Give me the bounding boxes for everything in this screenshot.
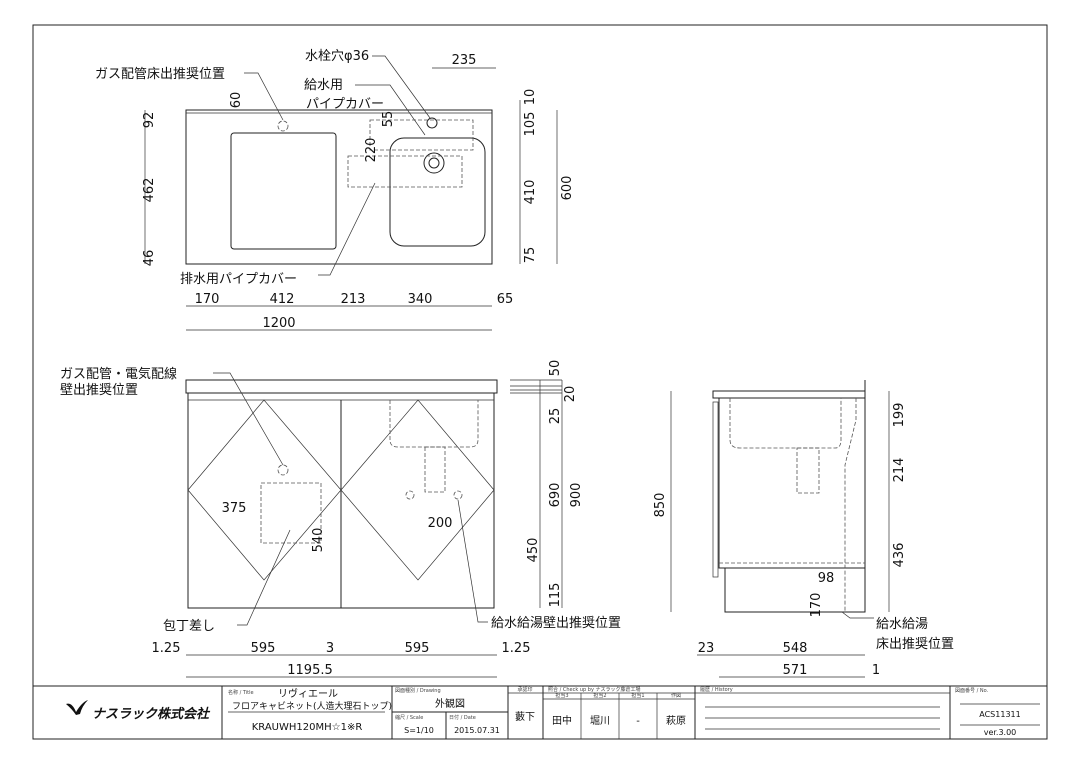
dim: 3 <box>326 641 334 656</box>
dim: 1.25 <box>502 641 531 656</box>
label-water-wall: 給水給湯壁出推奨位置 <box>491 616 621 631</box>
dim: 571 <box>783 663 808 678</box>
dim: 1 <box>872 663 880 678</box>
label-knife: 包丁差し <box>163 619 215 634</box>
label-gas-floor: ガス配管床出推奨位置 <box>95 67 225 82</box>
dim: 60 <box>229 92 244 109</box>
label-water-floor: 給水給湯 <box>876 617 928 632</box>
label-gas-elec: ガス配管・電気配線 <box>60 366 177 382</box>
dim: 1200 <box>262 316 295 331</box>
dim: 340 <box>408 292 433 307</box>
drawing-type: 外観図 <box>435 697 465 710</box>
scale-caption: 縮尺 / Scale <box>395 714 423 721</box>
label-gas-elec-2: 壁出推奨位置 <box>60 383 138 398</box>
door-open-marker-right <box>340 399 495 581</box>
dim: 115 <box>548 583 563 608</box>
drain-pipe-cover <box>347 155 463 188</box>
dim: 548 <box>783 641 808 656</box>
label-supply-cover-2: パイプカバー <box>306 97 384 112</box>
dim: 50 <box>548 360 563 377</box>
approval-caption: 承認印 <box>517 686 532 693</box>
date-caption: 日付 / Date <box>449 714 476 721</box>
dim: 10 <box>523 89 538 106</box>
date: 2015.07.31 <box>454 726 500 735</box>
dim: 436 <box>892 543 907 568</box>
label-faucet-hole: 水栓穴φ36 <box>305 49 369 64</box>
title-block: ナスラック株式会社 名称 / Title リヴィエール フロアキャビネット(人造… <box>32 685 1048 740</box>
checker-name: - <box>636 716 640 727</box>
sink-bowl <box>389 137 486 247</box>
scale: S=1/10 <box>404 726 434 735</box>
dim: 200 <box>428 516 453 531</box>
product-subtitle: フロアキャビネット(人造大理石トップ) <box>232 700 392 712</box>
drain-icon <box>423 152 445 174</box>
dim: 1.25 <box>152 641 181 656</box>
top-view: ガス配管床出推奨位置 水栓穴φ36 給水用 パイプカバー 排水用パイプカバー 9… <box>95 49 575 331</box>
dim: 462 <box>142 178 157 203</box>
dim: 92 <box>142 112 157 129</box>
dim: 600 <box>560 176 575 201</box>
dim: 410 <box>523 180 538 205</box>
dim: 98 <box>818 571 835 586</box>
dim: 25 <box>548 408 563 425</box>
dim: 170 <box>195 292 220 307</box>
dim: 1195.5 <box>287 663 333 678</box>
dim: 540 <box>311 528 326 553</box>
dim: 20 <box>563 386 578 403</box>
dim: 214 <box>892 458 907 483</box>
supply-pipe-cover <box>369 119 474 151</box>
version: ver.3.00 <box>984 728 1017 737</box>
dim: 220 <box>364 138 379 163</box>
side-plinth <box>724 567 866 613</box>
faucet-hole-icon <box>426 117 438 129</box>
dim: 213 <box>341 292 366 307</box>
cooktop-cutout <box>230 132 337 250</box>
label-supply-cover: 給水用 <box>304 78 343 93</box>
checker-name: 萩原 <box>666 715 686 727</box>
company-name: ナスラック株式会社 <box>92 706 211 722</box>
front-countertop <box>185 379 498 394</box>
product-title: リヴィエール <box>278 687 338 700</box>
label-drain-cover: 排水用パイプカバー <box>180 272 297 287</box>
checker-name: 堀川 <box>590 715 610 727</box>
role: 作図 <box>671 692 681 699</box>
front-view: ガス配管・電気配線 壁出推奨位置 包丁差し 給水給湯壁出推奨位置 375 540… <box>60 360 621 678</box>
dim: 75 <box>523 247 538 264</box>
side-cabinet <box>718 397 866 569</box>
drawing-number: ACS11311 <box>979 710 1020 719</box>
history-caption: 履歴 / History <box>700 687 733 693</box>
dim: 55 <box>381 111 396 128</box>
drawing-caption: 図面種別 / Drawing <box>395 687 441 694</box>
dim: 595 <box>251 641 276 656</box>
dim: 65 <box>497 292 514 307</box>
checker-name: 田中 <box>552 714 572 727</box>
dim: 450 <box>526 538 541 563</box>
model-number: KRAUWH120MH☆1※R <box>252 722 363 733</box>
title-caption: 名称 / Title <box>228 689 254 696</box>
knife-holder <box>260 482 322 544</box>
side-countertop <box>712 390 866 399</box>
dim: 900 <box>569 483 584 508</box>
label-water-floor-2: 床出推奨位置 <box>876 637 954 652</box>
dim: 375 <box>222 501 247 516</box>
dim: 235 <box>452 53 477 68</box>
role: 担当3 <box>555 692 568 699</box>
dim: 595 <box>405 641 430 656</box>
no-caption: 図面番号 / No. <box>955 687 989 694</box>
dim: 23 <box>698 641 715 656</box>
dim: 850 <box>653 493 668 518</box>
dim: 170 <box>809 593 824 618</box>
company-logo-icon <box>66 700 88 715</box>
role: 担当2 <box>593 692 606 699</box>
approver: 藪下 <box>515 710 535 723</box>
dim: 690 <box>548 483 563 508</box>
role: 担当1 <box>631 692 644 699</box>
dim: 412 <box>270 292 295 307</box>
dim: 105 <box>523 112 538 137</box>
dim: 46 <box>142 250 157 267</box>
gas-pipe-hole-icon <box>277 120 289 132</box>
check-caption: 照合 / Check up by ナスラック藤倉工場 <box>548 686 641 693</box>
dim: 199 <box>892 403 907 428</box>
side-view: 給水給湯 床出推奨位置 850 199 214 436 98 170 23 54… <box>653 380 954 678</box>
